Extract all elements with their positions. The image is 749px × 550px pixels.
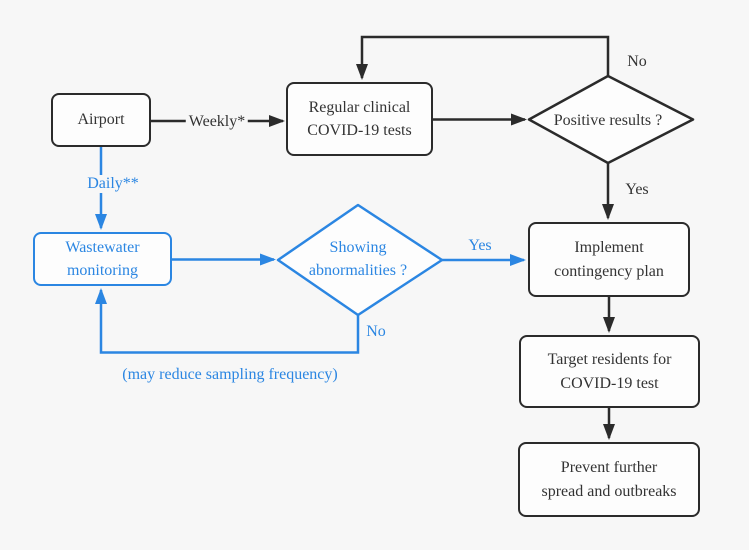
sampling-frequency-note: (may reduce sampling frequency) bbox=[122, 366, 338, 383]
node-implement-plan: Implement contingency plan bbox=[528, 222, 690, 297]
edge-label-positive-yes: Yes bbox=[625, 181, 649, 198]
node-prevent-line2: spread and outbreaks bbox=[541, 482, 677, 500]
node-implement-line1: Implement bbox=[574, 239, 644, 257]
edge-label-abnormal-no: No bbox=[366, 323, 386, 340]
node-clinical-tests-line1: Regular clinical bbox=[308, 98, 411, 116]
node-target-residents: Target residents for COVID-19 test bbox=[519, 335, 700, 408]
node-wastewater-monitoring: Wastewater monitoring bbox=[33, 232, 172, 286]
node-airport-label: Airport bbox=[77, 111, 125, 129]
edge-label-daily: Daily** bbox=[84, 175, 142, 193]
edge-label-abnormal-yes: Yes bbox=[468, 237, 492, 254]
showing-abnormalities-line1: Showing bbox=[329, 239, 387, 256]
showing-abnormalities-line2: abnormalities ? bbox=[308, 261, 408, 279]
node-clinical-tests: Regular clinical COVID-19 tests bbox=[286, 82, 433, 156]
node-target-line1: Target residents for bbox=[547, 351, 672, 369]
node-wastewater-line2: monitoring bbox=[66, 262, 139, 279]
node-target-line2: COVID-19 test bbox=[560, 374, 659, 392]
showing-abnormalities-label: Showing abnormalities ? bbox=[296, 237, 420, 282]
node-clinical-tests-line2: COVID-19 tests bbox=[307, 122, 412, 139]
positive-results-diamond bbox=[527, 74, 695, 165]
node-implement-line2: contingency plan bbox=[554, 262, 664, 280]
showing-abnormalities-diamond bbox=[276, 203, 444, 317]
node-prevent-line1: Prevent further bbox=[560, 459, 658, 477]
node-airport: Airport bbox=[51, 93, 151, 147]
node-wastewater-line1: Wastewater bbox=[65, 238, 140, 256]
edge-abnormal-no-loop bbox=[95, 288, 360, 354]
edge-label-positive-no: No bbox=[627, 53, 647, 70]
positive-results-label: Positive results ? bbox=[553, 112, 663, 129]
edge-positive-no-loop bbox=[356, 35, 610, 80]
edge-label-weekly: Weekly* bbox=[185, 113, 249, 131]
node-prevent-spread: Prevent further spread and outbreaks bbox=[518, 442, 700, 517]
